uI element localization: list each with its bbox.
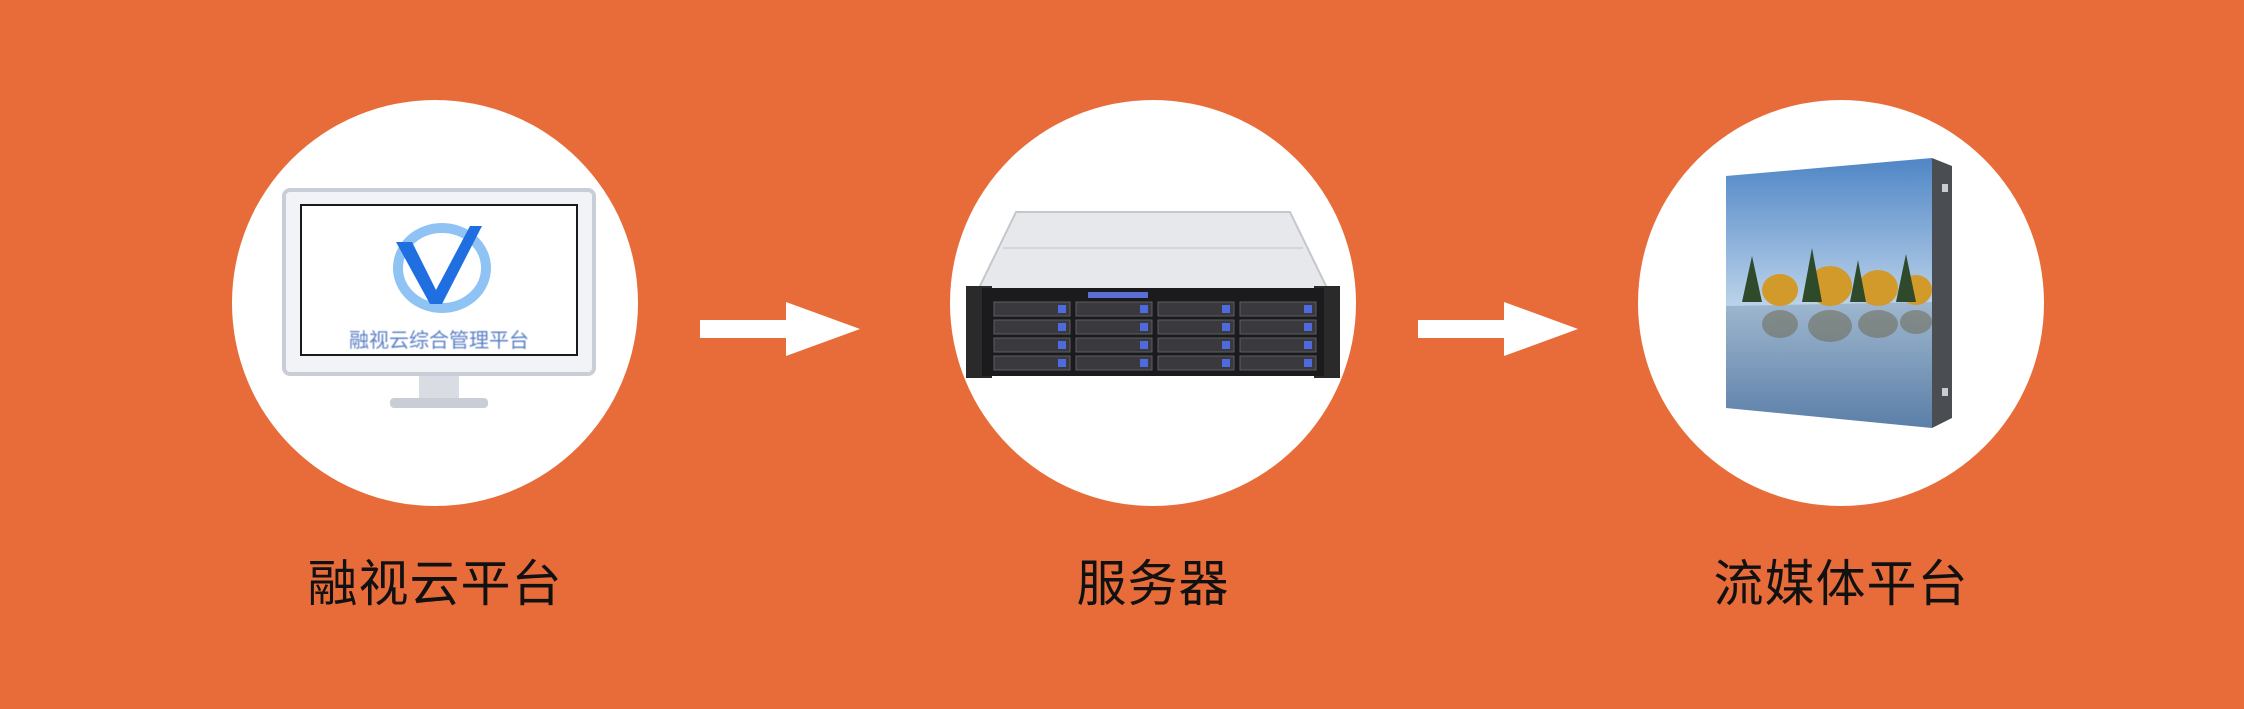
node-rongshi-cloud-platform: 融视云综合管理平台 融视云平台 (232, 100, 638, 613)
node-circle (1638, 100, 2044, 506)
node-label: 流媒体平台 (1713, 555, 1969, 613)
rack-server-icon (966, 211, 1340, 378)
monitor-with-logo-icon: 融视云综合管理平台 (282, 188, 596, 408)
v-logo-icon (393, 223, 491, 313)
screen-platform-text: 融视云综合管理平台 (349, 328, 529, 352)
node-streaming-platform: 流媒体平台 (1638, 100, 2044, 613)
node-circle: 融视云综合管理平台 (232, 100, 638, 506)
node-server: 服务器 (950, 100, 1356, 613)
arrow-right-icon (1418, 302, 1578, 356)
monitor-stand (419, 376, 459, 402)
node-label: 服务器 (1076, 555, 1230, 613)
monitor-base (390, 398, 488, 408)
arrow-right-icon (700, 302, 860, 356)
led-display-panel-icon (1726, 158, 1952, 428)
node-label: 融视云平台 (307, 555, 563, 613)
node-circle (950, 100, 1356, 506)
